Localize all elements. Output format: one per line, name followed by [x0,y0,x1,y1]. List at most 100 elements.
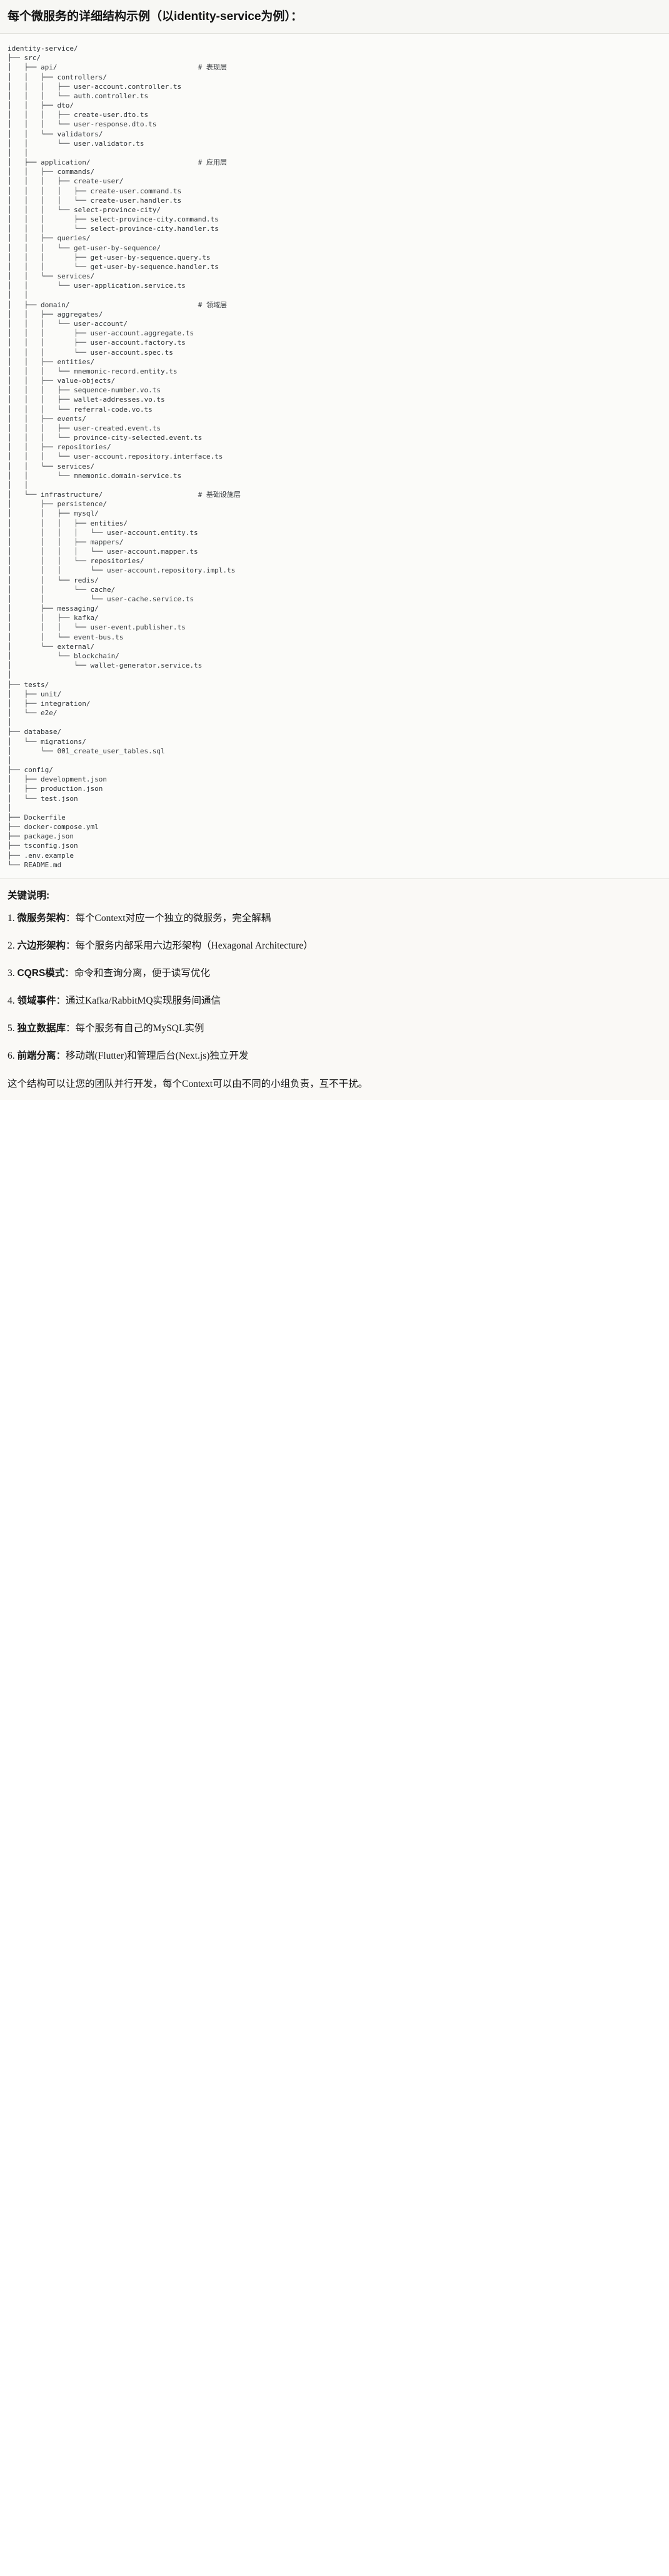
tree-line: │ └── e2e/ [8,708,661,718]
tree-path: │ │ │ └── get-user-by-sequence.handler.t… [8,262,219,271]
tree-line: │ [8,718,661,727]
tree-path: │ [8,671,12,680]
tree-path: │ │ │ ├── select-province-city.command.t… [8,215,219,224]
tree-line: │ │ │ └── select-province-city/ [8,205,661,215]
tree-path: │ │ └── user-application.service.ts [8,282,186,290]
tree-line: │ │ └── redis/ [8,576,661,585]
tree-path: │ │ │ │ └── user-account.entity.ts [8,528,198,537]
tree-line: │ ├── application/ # 应用层 [8,158,661,167]
tree-line: │ ├── unit/ [8,690,661,699]
tree-line: │ │ └── event-bus.ts [8,633,661,642]
tree-line: │ │ │ ├── entities/ [8,519,661,528]
tree-line: │ ├── messaging/ [8,604,661,613]
tree-line: ├── package.json [8,832,661,841]
tree-path: │ │ └── redis/ [8,576,99,584]
tree-path: │ │ └── services/ [8,462,95,471]
key-note-number: 1. [8,912,18,924]
key-note-description: 每个Context对应一个独立的微服务，完全解耦 [75,912,271,924]
tree-path: │ │ │ ├── create-user.dto.ts [8,111,149,120]
tree-line: │ │ └── mnemonic.domain-service.ts [8,471,661,481]
tree-path: │ │ └── validators/ [8,130,103,138]
tree-line: │ │ │ └── user-account/ [8,319,661,328]
tree-line: │ │ ├── value-objects/ [8,376,661,385]
tree-path: │ │ ├── value-objects/ [8,377,116,385]
tree-path: │ │ │ ├── get-user-by-sequence.query.ts [8,253,211,262]
tree-line: │ │ ├── mysql/ [8,509,661,518]
key-note-separator: ： [56,1050,66,1061]
tree-path: │ ├── api/ [8,63,58,72]
tree-path: ├── tests/ [8,680,49,689]
tree-path: │ └── wallet-generator.service.ts [8,661,203,670]
tree-path: │ │ │ ├── mappers/ [8,537,124,546]
tree-line: │ └── infrastructure/ # 基础设施层 [8,490,661,499]
tree-path: │ │ ├── events/ [8,414,86,423]
tree-line: │ │ └── user-cache.service.ts [8,594,661,604]
tree-path: ├── src/ [8,54,41,63]
tree-path: │ ├── development.json [8,775,107,784]
tree-path: ├── tsconfig.json [8,842,78,850]
tree-line: │ │ │ ├── create-user.dto.ts [8,110,661,120]
tree-line: │ └── migrations/ [8,737,661,746]
tree-line: │ │ │ │ ├── create-user.command.ts [8,186,661,196]
key-note-term: 独立数据库 [17,1022,66,1034]
tree-line: │ │ └── validators/ [8,130,661,139]
tree-path: │ │ [8,148,29,157]
tree-line: │ │ │ └── user-response.dto.ts [8,120,661,129]
key-note-description: 每个服务内部采用六边形架构（Hexagonal Architecture） [75,940,313,951]
tree-path: │ │ ├── kafka/ [8,614,99,623]
tree-line: │ │ │ └── user-account.repository.impl.t… [8,566,661,575]
tree-pad [90,158,198,166]
tree-path: │ │ │ ├── wallet-addresses.vo.ts [8,395,165,404]
key-note-item: 1. 微服务架构：每个Context对应一个独立的微服务，完全解耦 [8,912,661,925]
key-note-number: 2. [8,940,18,951]
tree-path: │ [8,718,12,727]
key-note-separator: ： [66,1022,76,1034]
tree-path: ├── Dockerfile [8,813,66,822]
tree-line: │ │ └── cache/ [8,585,661,594]
tree-line: │ │ [8,290,661,300]
tree-path: │ │ │ └── mnemonic-record.entity.ts [8,367,178,375]
tree-line: │ ├── development.json [8,775,661,784]
tree-line: │ │ ├── queries/ [8,233,661,243]
tree-line: ├── Dockerfile [8,813,661,822]
tree-path: │ │ └── cache/ [8,585,116,594]
tree-path: ├── config/ [8,766,53,775]
tree-path: identity-service/ [8,44,78,53]
tree-path: │ │ │ │ └── create-user.handler.ts [8,196,182,205]
tree-path: └── README.md [8,860,62,869]
tree-line: │ │ [8,148,661,158]
tree-path: │ │ │ └── select-province-city/ [8,205,161,214]
tree-path: ├── database/ [8,728,62,736]
tree-line: │ │ │ ├── wallet-addresses.vo.ts [8,395,661,404]
tree-path: │ [8,756,12,765]
key-note-number: 5. [8,1022,18,1034]
page-title: 每个微服务的详细结构示例（以identity-service为例）： [8,10,303,23]
tree-line: │ │ │ └── mnemonic-record.entity.ts [8,367,661,376]
tree-path: │ │ │ └── select-province-city.handler.t… [8,225,219,233]
tree-comment: # 领域层 [198,300,227,309]
tree-line: ├── tsconfig.json [8,841,661,850]
tree-path: │ │ ├── repositories/ [8,443,111,452]
tree-pad [69,301,198,309]
tree-line: │ ├── api/ # 表现层 [8,63,661,72]
tree-line: │ └── 001_create_user_tables.sql [8,746,661,756]
tree-path: │ │ └── user-cache.service.ts [8,594,194,603]
tree-path: │ └── blockchain/ [8,652,119,660]
tree-line: │ │ └── user.validator.ts [8,139,661,148]
tree-line: │ │ │ └── repositories/ [8,556,661,566]
tree-path: │ └── external/ [8,642,95,651]
tree-path: │ │ └── user.validator.ts [8,139,144,148]
tree-path: │ ├── unit/ [8,690,62,698]
tree-pad [57,63,198,71]
tree-path: │ │ ├── entities/ [8,357,95,366]
tree-line: ├── .env.example [8,851,661,860]
tree-path: ├── .env.example [8,851,74,860]
tree-path: │ ├── application/ [8,158,91,167]
tree-path: │ │ │ ├── entities/ [8,519,128,527]
key-note-term: CQRS模式 [17,967,65,979]
tree-line: │ │ │ └── get-user-by-sequence.handler.t… [8,262,661,272]
tree-path: │ │ │ └── user-account.repository.interf… [8,452,223,461]
closing-paragraph: 这个结构可以让您的团队并行开发，每个Context可以由不同的小组负责，互不干扰… [8,1078,368,1089]
directory-tree-block: identity-service/├── src/│ ├── api/ # 表现… [0,34,669,879]
tree-line: ├── src/ [8,53,661,63]
